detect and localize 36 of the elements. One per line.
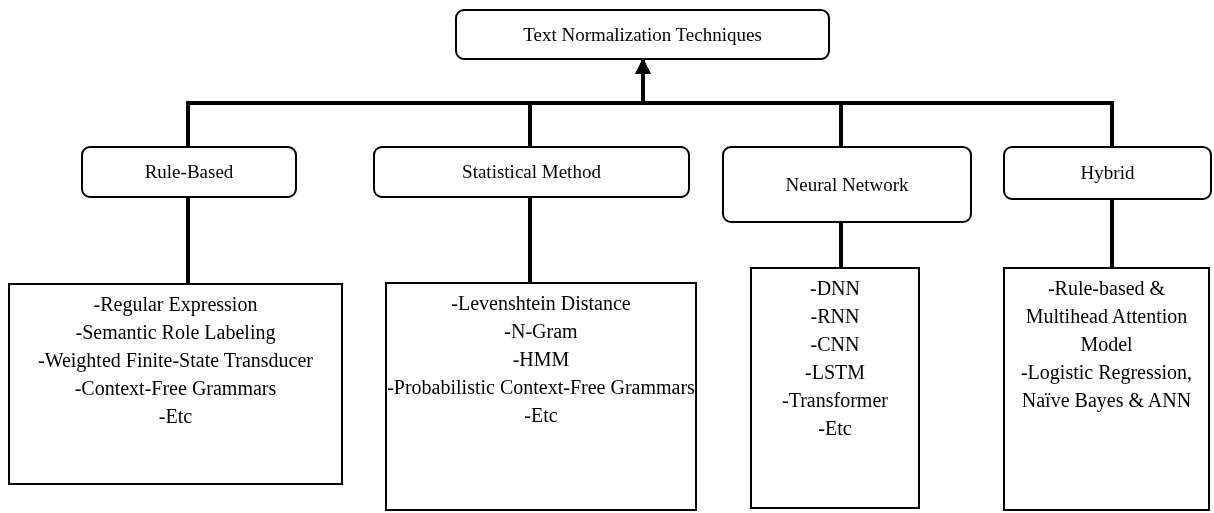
list-item: -Regular Expression <box>93 292 258 318</box>
list-item: -Probabilistic Context-Free Grammars <box>387 375 695 400</box>
technique-list-box <box>1003 267 1210 511</box>
category-box <box>373 146 690 198</box>
list-item: -LSTM <box>805 360 865 385</box>
technique-list-box <box>750 267 920 509</box>
connector-line <box>186 198 190 283</box>
list-item: -Semantic Role Labeling <box>75 320 276 346</box>
node-label: Text Normalization Techniques <box>523 22 762 47</box>
node-label: Statistical Method <box>462 160 601 184</box>
list-item: -Context-Free Grammars <box>74 376 277 401</box>
list-item: -Etc <box>818 416 852 441</box>
list-item: -Levenshtein Distance <box>451 291 631 316</box>
list-item: -Etc <box>524 403 558 428</box>
connector-line <box>528 198 532 282</box>
list-item: -Rule-based & Multihead Attention Model <box>1024 276 1189 357</box>
category-box <box>722 146 972 223</box>
connector-line <box>839 223 843 267</box>
node-label: Neural Network <box>785 172 909 197</box>
connector-line <box>1110 200 1114 267</box>
list-item: -RNN <box>810 304 860 329</box>
title-box <box>455 9 830 60</box>
list-item: -Logistic Regression, Naïve Bayes & ANN <box>1019 360 1194 414</box>
list-item: -Transformer <box>782 388 888 413</box>
node-label: Hybrid <box>1080 161 1135 185</box>
technique-list-box <box>385 282 697 511</box>
list-item: -N-Gram <box>504 319 578 344</box>
list-item: -Etc <box>158 404 193 429</box>
list-item: -HMM <box>512 347 570 372</box>
list-item: -DNN <box>810 276 860 301</box>
technique-list-box <box>8 283 343 485</box>
list-item: -Weighted Finite-State Transducer <box>38 348 313 374</box>
list-item: -CNN <box>810 332 860 357</box>
node-label: Rule-Based <box>144 160 234 184</box>
category-box <box>81 146 297 198</box>
category-box <box>1003 146 1212 200</box>
